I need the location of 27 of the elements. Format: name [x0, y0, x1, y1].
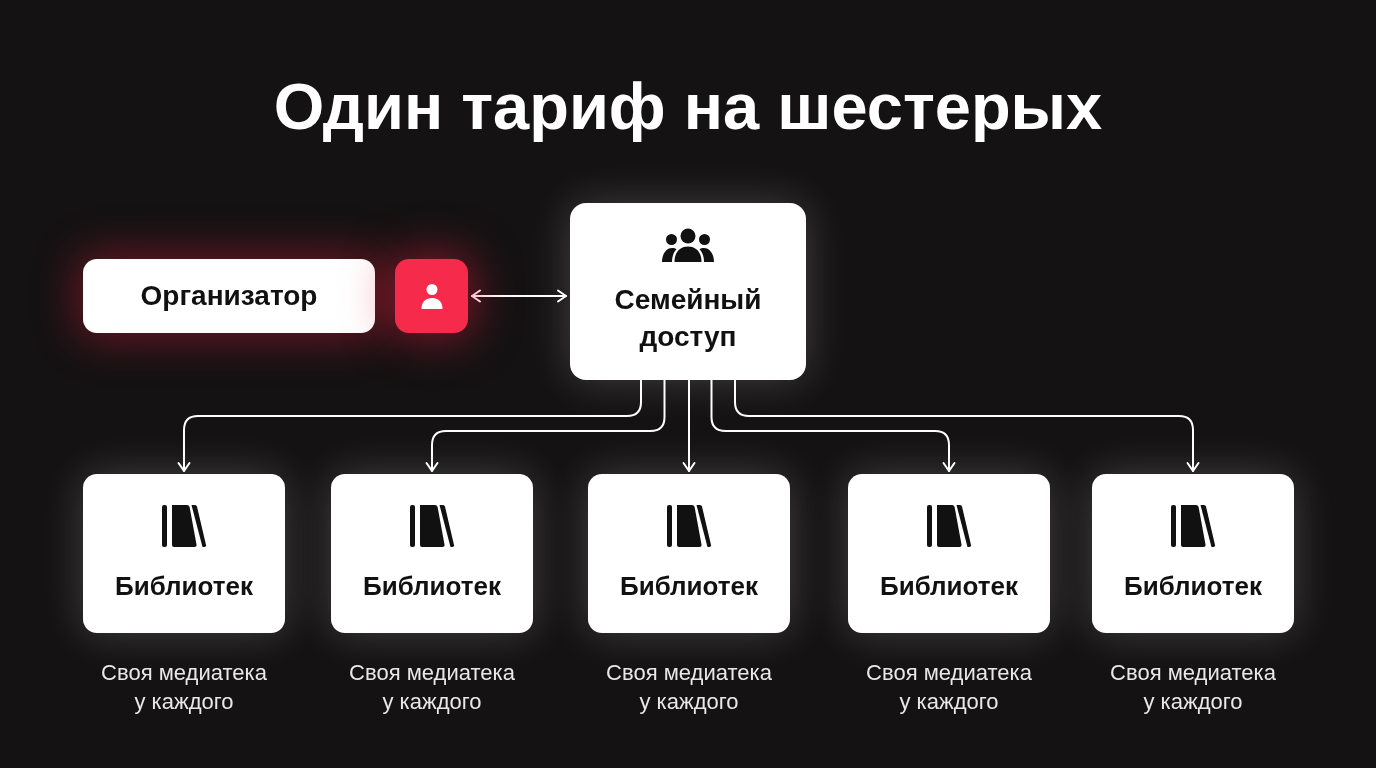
node-card: [588, 474, 790, 633]
double-arrow: [471, 289, 567, 303]
node-label: Библиотек: [363, 569, 501, 603]
node-label: Библиотек: [1124, 569, 1262, 603]
title: Один тариф на шестерых: [273, 70, 1103, 145]
node-label: Организатор: [140, 278, 318, 313]
node-card: [848, 474, 1050, 633]
node-caption: Своя медиатека у каждого: [605, 659, 773, 716]
node-caption: Своя медиатека у каждого: [100, 659, 268, 716]
node-card: [331, 474, 533, 633]
arrow: [734, 379, 1200, 472]
node-label: Библиотек: [880, 569, 1018, 603]
arrow: [425, 379, 666, 472]
avatar-tile: [395, 259, 468, 333]
node-card: [570, 203, 806, 380]
node-caption: Своя медиатека у каждого: [1109, 659, 1277, 716]
node-caption: Своя медиатека у каждого: [348, 659, 516, 716]
arrow: [710, 379, 956, 472]
node-label: Семейный доступ: [613, 283, 763, 354]
arrow: [682, 379, 696, 472]
node-card: [1092, 474, 1294, 633]
node-card: [83, 474, 285, 633]
node-caption: Своя медиатека у каждого: [865, 659, 1033, 716]
node-label: Библиотек: [115, 569, 253, 603]
arrow: [177, 379, 642, 472]
name-card: [83, 259, 375, 333]
node-label: Библиотек: [620, 569, 758, 603]
